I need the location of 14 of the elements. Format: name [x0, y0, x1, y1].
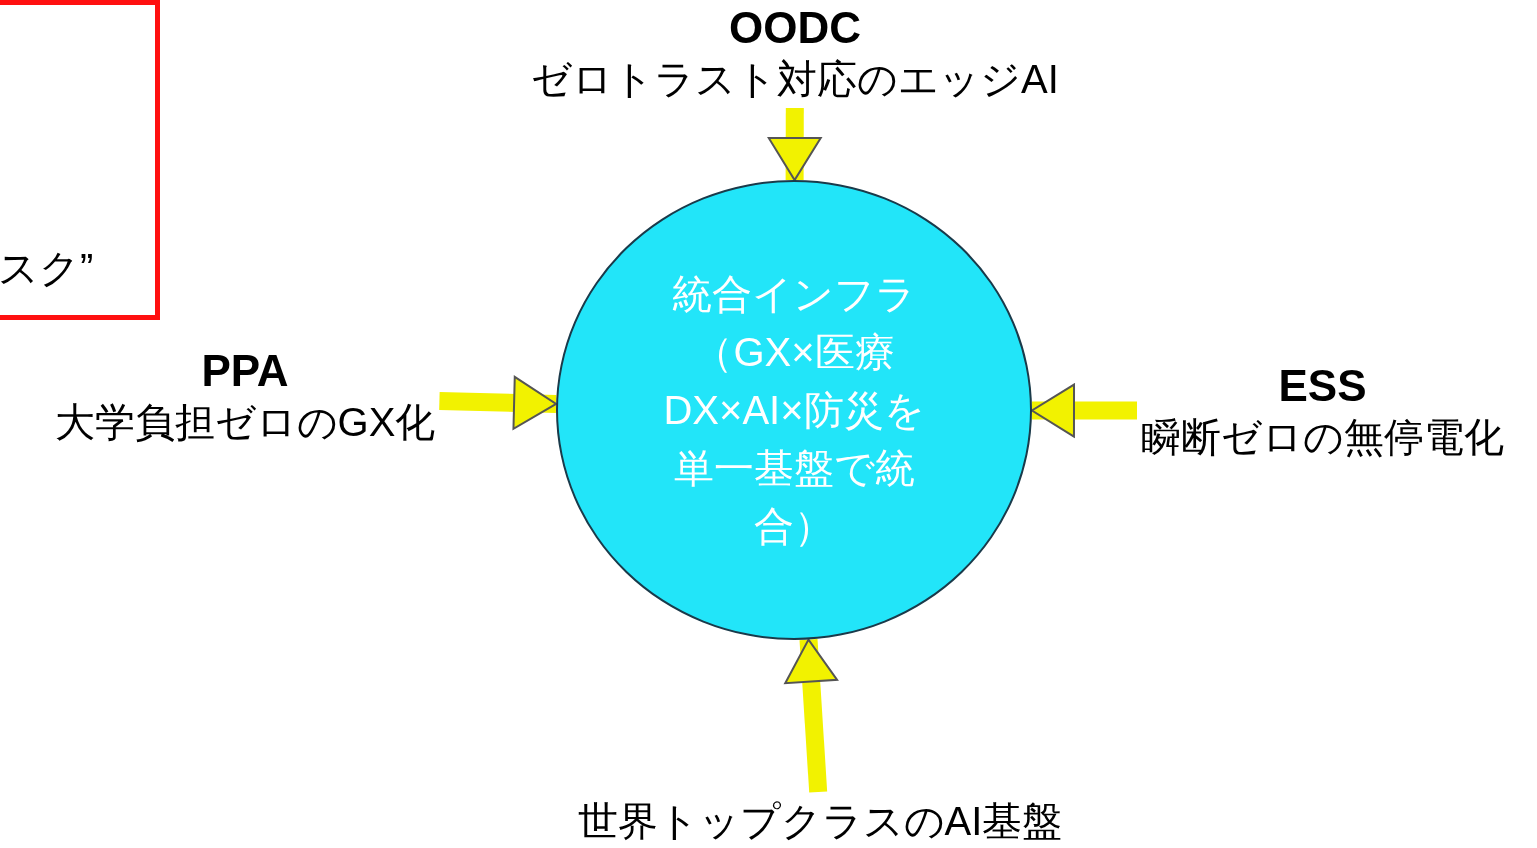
heading: PPA [201, 345, 289, 397]
heading: ESS [1278, 360, 1367, 412]
block-arrow [1031, 383, 1137, 438]
description-text: ゼロトラスト対応のエッジAI [531, 56, 1059, 103]
heading: OODC [729, 2, 861, 54]
block-arrow [439, 375, 558, 430]
description-text: 世界トップクラスのAI基盤 [577, 798, 1063, 845]
block-arrow [767, 107, 822, 181]
block-arrow [784, 638, 839, 793]
node-label: 統合インフラ（GX×医療DX×AI×防災を単一基盤で統合） [662, 271, 926, 550]
outlined-box [0, 0, 160, 320]
description-text: 瞬断ゼロの無停電化 [1141, 414, 1504, 461]
box-text: スク” [0, 245, 94, 292]
description-text: 大学負担ゼロのGX化 [54, 399, 436, 446]
